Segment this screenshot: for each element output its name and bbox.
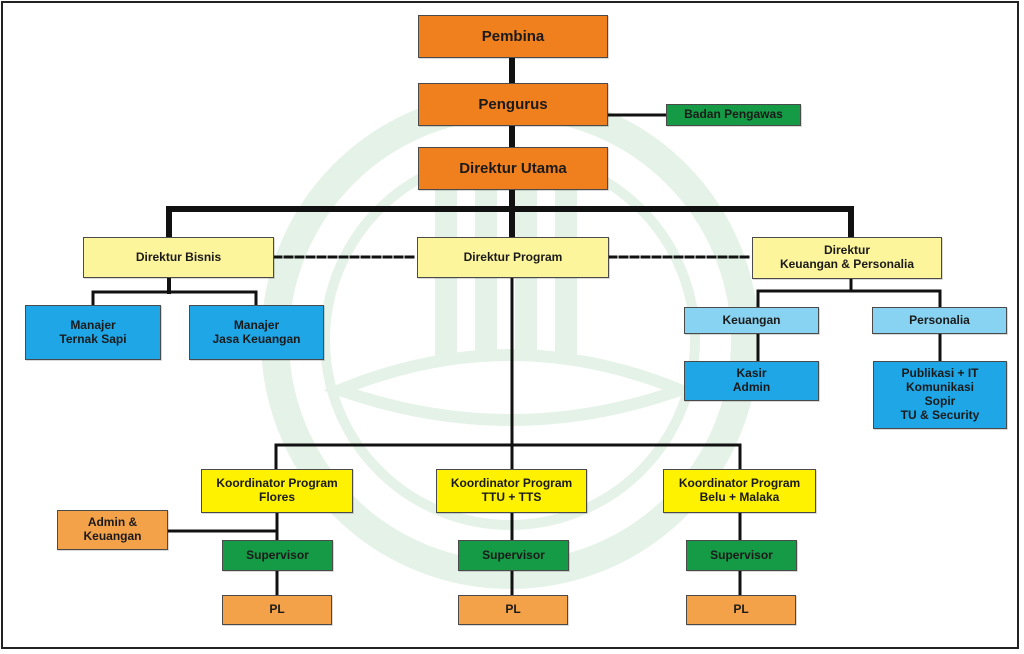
node-direktur-utama: Direktur Utama — [418, 147, 608, 190]
node-badan-pengawas: Badan Pengawas — [666, 104, 801, 126]
node-supervisor-belu-malaka: Supervisor — [686, 540, 797, 571]
node-supervisor-ttu-tts: Supervisor — [458, 540, 569, 571]
node-manajer-jasa-keuangan: Manajer Jasa Keuangan — [189, 305, 324, 360]
node-personalia-staff: Publikasi + IT Komunikasi Sopir TU & Sec… — [873, 361, 1007, 429]
node-pl-ttu-tts: PL — [458, 595, 568, 625]
node-direktur-keuangan-personalia: Direktur Keuangan & Personalia — [752, 237, 942, 279]
node-direktur-program: Direktur Program — [417, 237, 609, 278]
node-pembina: Pembina — [418, 15, 608, 58]
node-pl-flores: PL — [222, 595, 332, 625]
node-keuangan: Keuangan — [684, 307, 819, 334]
node-pengurus: Pengurus — [418, 83, 608, 126]
node-koordinator-belu-malaka: Koordinator Program Belu + Malaka — [663, 469, 816, 513]
node-manajer-ternak-sapi: Manajer Ternak Sapi — [25, 305, 161, 360]
node-personalia: Personalia — [872, 307, 1007, 334]
node-pl-belu-malaka: PL — [686, 595, 796, 625]
node-kasir-admin: Kasir Admin — [684, 361, 819, 401]
node-koordinator-ttu-tts: Koordinator Program TTU + TTS — [436, 469, 587, 513]
node-supervisor-flores: Supervisor — [222, 540, 333, 571]
node-admin-keuangan: Admin & Keuangan — [57, 510, 168, 550]
node-direktur-bisnis: Direktur Bisnis — [83, 237, 274, 278]
node-koordinator-flores: Koordinator Program Flores — [201, 469, 353, 513]
